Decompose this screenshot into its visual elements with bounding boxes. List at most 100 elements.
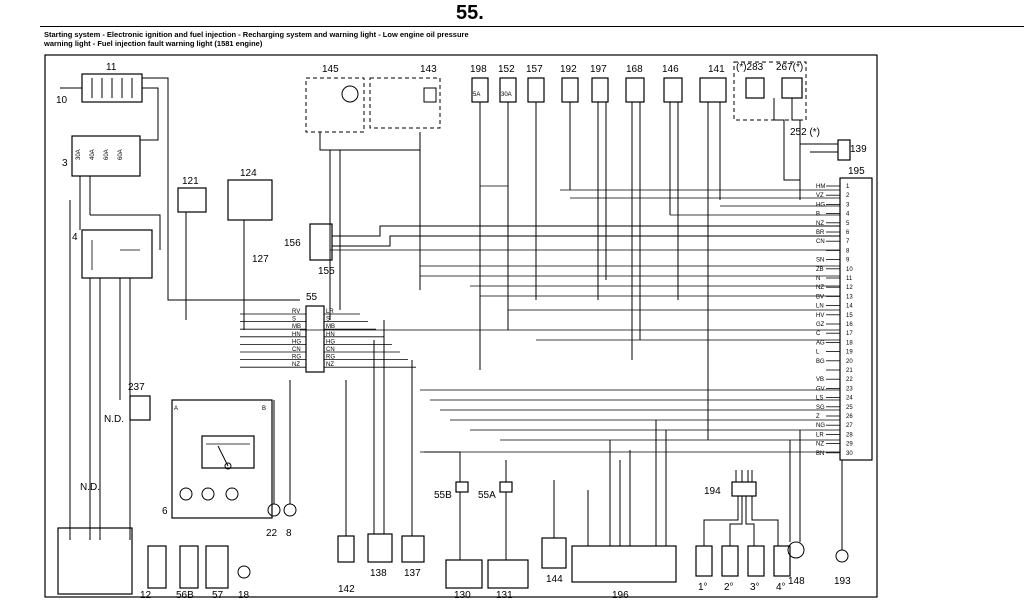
label-57: 57 (212, 590, 224, 600)
ecu-pin-label: BV (816, 294, 824, 300)
injector-position-label: 1° (698, 582, 708, 593)
label-137: 137 (404, 568, 421, 579)
page-number: 55. (456, 2, 484, 24)
svg-text:60A: 60A (118, 149, 124, 160)
sender-22 (267, 503, 281, 517)
component-138 (367, 533, 393, 563)
ecu-pin-label: HG (816, 202, 825, 208)
note-nd-2: N.D. (80, 482, 100, 493)
ecu-pin-label: NZ (816, 442, 824, 448)
component-137 (401, 535, 425, 563)
injector-1 (695, 545, 713, 577)
ecu-pin-number: 10 (846, 267, 853, 273)
starter-block-12 (57, 527, 133, 595)
ecu-pin-label: BN (816, 451, 824, 457)
ecu-pin-label: N (816, 276, 820, 282)
ecu-pin-number: 26 (846, 414, 853, 420)
caption-line-1: Starting system - Electronic ignition an… (44, 30, 469, 39)
ecu-pin-number: 7 (846, 239, 850, 245)
svg-text:A: A (174, 406, 178, 412)
pump-131 (487, 559, 529, 589)
ecu-pin-number: 20 (846, 359, 853, 365)
ecu-pin-number: 23 (846, 386, 853, 392)
sensor-152: 30A 152 (498, 64, 517, 103)
label-156: 156 (284, 238, 301, 249)
connector-155 (309, 223, 333, 261)
relay-unit-196 (571, 545, 677, 583)
diagram-caption: Starting system - Electronic ignition an… (44, 30, 564, 48)
ecu-pin-label: NZ (816, 285, 824, 291)
c55-left-code: RV (292, 309, 300, 315)
ecu-pin-number: 19 (846, 350, 853, 356)
ecu-pin-number: 25 (846, 405, 853, 411)
component-144 (541, 537, 567, 569)
ecu-195: 19 5 (839, 166, 873, 461)
c55-left-code: S (292, 317, 296, 323)
ecu-pin-label: NG (816, 423, 825, 429)
label-194: 194 (704, 486, 721, 497)
note-nd-1: N.D. (104, 414, 124, 425)
ignition-switch-4: 4 (72, 229, 153, 279)
label-193: 193 (834, 576, 851, 587)
c55-left-code: MB (292, 324, 301, 330)
ecu-pin-label: VZ (816, 193, 824, 199)
label-145: 145 (322, 64, 339, 75)
ecu-pin-number: 24 (846, 396, 853, 402)
battery-11: 11 (81, 62, 143, 103)
svg-text:40A: 40A (90, 149, 96, 160)
ecu-pin-number: 15 (846, 313, 853, 319)
label-138: 138 (370, 568, 387, 579)
ecu-pin-label: BR (816, 230, 825, 236)
ecu-pin-number: 27 (846, 423, 853, 429)
fuse-block-3: 30A 40A 60A 60A 3 (62, 135, 141, 177)
label-10: 10 (56, 95, 68, 106)
harness-horizontal-wires (300, 185, 840, 453)
relay-237: 237 (128, 382, 151, 421)
c55-right-code: LR (326, 309, 334, 315)
sensor-157: 157 (526, 64, 545, 103)
label-3: 3 (62, 158, 68, 169)
c55-left-code: RG (292, 355, 301, 361)
ecu-pin-label: VB (816, 377, 824, 383)
label-157: 157 (526, 64, 543, 75)
ecu-pin-number: 22 (846, 377, 853, 383)
c55-left-code: HN (292, 332, 301, 338)
sensor-141: 141 (699, 64, 727, 103)
ecu-pin-label: HM (816, 184, 825, 190)
label-124: 124 (240, 168, 257, 179)
ecu-pin-label: NZ (816, 221, 824, 227)
optional-group-283-267 (733, 61, 807, 121)
ecu-pin-label: AG (816, 340, 825, 346)
c55-right-code: S (326, 317, 330, 323)
ecu-pin-number: 9 (846, 258, 850, 264)
instrument-cluster-6: A B 6 (162, 399, 273, 519)
c55-right-code: RG (326, 355, 335, 361)
ecu-pin-label: LR (816, 432, 824, 438)
ecu-pin-number: 5 (846, 221, 850, 227)
ecu-pin-number: 29 (846, 442, 853, 448)
label-195: 195 (848, 166, 865, 177)
label-12: 12 (140, 590, 152, 600)
sensor-192: 192 (560, 64, 579, 103)
injector-3 (747, 545, 765, 577)
ecu-pin-label: Z (816, 414, 820, 420)
label-283: (*)283 (736, 62, 764, 73)
label-148: 148 (788, 576, 805, 587)
connector-194 (731, 481, 757, 497)
label-152: 152 (498, 64, 515, 75)
switch-121: 121 (177, 176, 207, 213)
c55-right-code: MB (326, 324, 335, 330)
label-22: 22 (266, 528, 278, 539)
ecu-pin-number: 11 (846, 276, 853, 282)
label-192: 192 (560, 64, 577, 75)
label-144: 144 (546, 574, 563, 585)
caption-line-2: warning light - Fuel injection fault war… (44, 39, 263, 48)
diagram-frame (44, 54, 878, 598)
label-130: 130 (454, 590, 471, 600)
ecu-pin-label: SN (816, 258, 824, 264)
injector-position-label: 2° (724, 582, 734, 593)
sensor-197: 197 (590, 64, 609, 103)
sensor-146: 146 (662, 64, 683, 103)
label-142: 142 (338, 584, 355, 595)
